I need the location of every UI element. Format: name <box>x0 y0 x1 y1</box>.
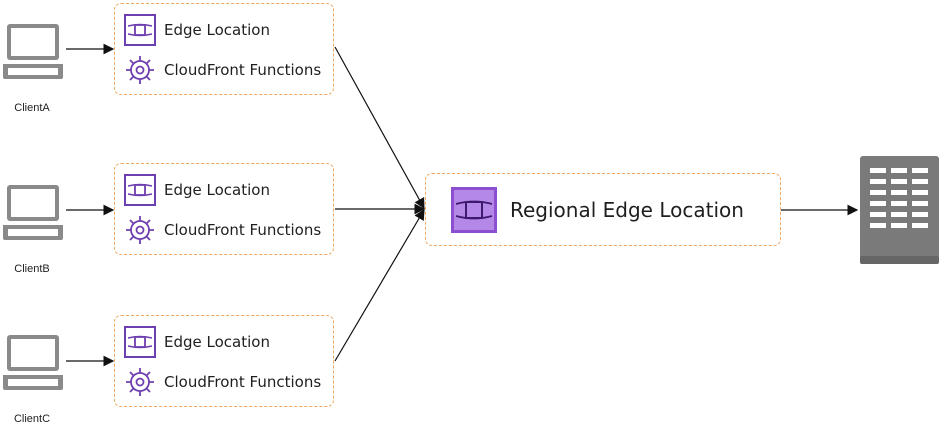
client-b[interactable]: ClientB <box>0 183 70 275</box>
regional-edge-box[interactable]: Regional Edge Location <box>425 173 781 246</box>
edge-location-label: Edge Location <box>164 21 270 39</box>
cloudfront-functions-row: CloudFront Functions <box>124 53 321 87</box>
cloudfront-functions-row: CloudFront Functions <box>124 213 321 247</box>
edge-box-c[interactable]: Edge Location CloudFront Functions <box>114 315 334 407</box>
client-label: ClientA <box>14 102 50 114</box>
origin-server[interactable] <box>860 156 939 269</box>
edge-location-icon <box>124 14 156 46</box>
edge-location-row: Edge Location <box>124 13 270 47</box>
client-label: ClientC <box>13 413 51 425</box>
laptop-icon <box>3 335 63 390</box>
regional-edge-location-icon <box>451 187 497 233</box>
laptop-icon <box>3 24 63 79</box>
edge-location-icon <box>124 174 156 206</box>
client-c[interactable]: ClientC <box>0 333 70 425</box>
edge-location-icon <box>124 326 156 358</box>
client-label: ClientB <box>14 263 50 275</box>
edge-location-row: Edge Location <box>124 173 270 207</box>
edge-box-a[interactable]: Edge Location CloudFront Functions <box>114 3 334 95</box>
edge-location-label: Edge Location <box>164 181 270 199</box>
cloudfront-functions-label: CloudFront Functions <box>164 61 322 79</box>
cloudfront-functions-label: CloudFront Functions <box>164 373 322 391</box>
regional-edge-label: Regional Edge Location <box>510 198 744 222</box>
laptop-icon <box>3 185 63 240</box>
edge-location-row: Edge Location <box>124 325 270 359</box>
cloudfront-functions-label: CloudFront Functions <box>164 221 322 239</box>
cloudfront-functions-row: CloudFront Functions <box>124 365 321 399</box>
cloudfront-functions-icon <box>126 216 154 244</box>
edge-box-b[interactable]: Edge Location CloudFront Functions <box>114 163 334 255</box>
client-a[interactable]: ClientA <box>0 22 70 114</box>
cloudfront-functions-icon <box>126 56 154 84</box>
cloudfront-functions-icon <box>126 368 154 396</box>
arrow-edgeA-to-regional <box>334 46 425 210</box>
edge-location-label: Edge Location <box>164 333 270 351</box>
arrow-edgeC-to-regional <box>334 208 425 362</box>
server-icon <box>860 156 939 264</box>
